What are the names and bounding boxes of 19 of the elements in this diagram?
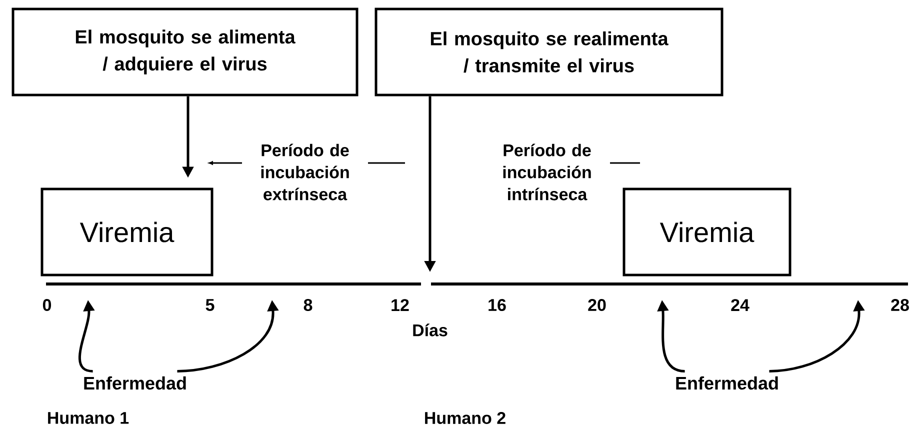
tick-label: 24 (731, 299, 750, 311)
tick-label: 16 (488, 298, 506, 312)
event-box: El mosquito se alimenta / adquiere el virus (12, 8, 358, 96)
event-box: El mosquito se realimenta / transmite el virus (374, 8, 724, 96)
tick-label: 8 (304, 298, 312, 312)
disease-label: Enfermedad (676, 376, 778, 390)
disease-label: Enfermedad (84, 376, 186, 390)
viremia-box: Viremia (622, 188, 792, 276)
human-label: Humano 1 (48, 412, 129, 424)
tick-label: 28 (891, 298, 909, 312)
axis-title: Días (413, 324, 448, 336)
human-label: Humano 2 (425, 412, 506, 424)
viremia-box: Viremia (40, 188, 214, 276)
tick-label: 0 (42, 298, 52, 312)
period-label: Período de incubación intrínseca (484, 140, 610, 204)
tick-label: 20 (588, 298, 606, 312)
tick-label: 5 (206, 299, 214, 311)
tick-label: 12 (392, 299, 409, 311)
period-label: Período de incubación extrínseca (242, 140, 368, 204)
